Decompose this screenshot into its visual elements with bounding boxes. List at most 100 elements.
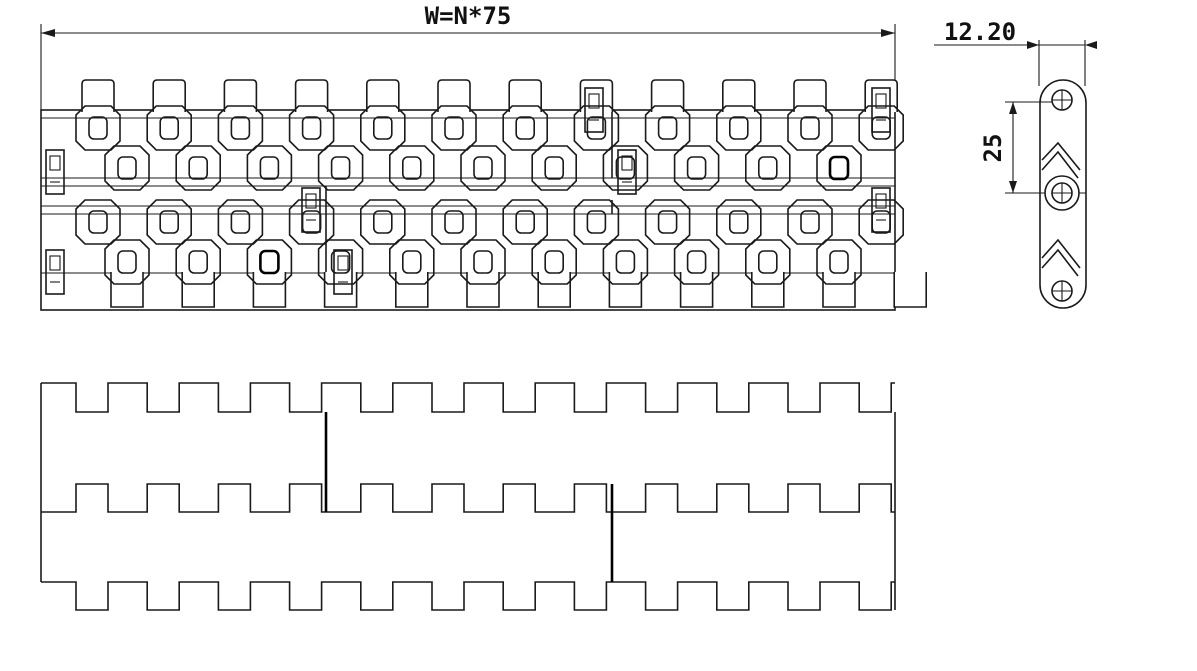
cell xyxy=(75,199,121,245)
cell-hole xyxy=(686,250,707,274)
cell-hole xyxy=(615,250,636,274)
cell xyxy=(317,145,364,191)
tooth xyxy=(223,79,258,112)
cell-hole xyxy=(828,155,850,181)
cell xyxy=(715,199,762,245)
belt-bottom-view xyxy=(40,382,896,611)
pin-retainer xyxy=(45,149,65,195)
cell xyxy=(460,239,506,285)
cell-hole xyxy=(188,156,208,180)
cell xyxy=(246,145,293,191)
cell-hole xyxy=(372,116,393,140)
cell-hole xyxy=(117,250,137,274)
cell xyxy=(317,239,364,285)
pin-retainer xyxy=(584,87,604,133)
cell xyxy=(460,145,506,191)
tooth xyxy=(181,272,215,308)
pin-hole-top xyxy=(1051,89,1073,111)
pin-retainer xyxy=(617,149,637,195)
cell-hole xyxy=(657,116,678,140)
cell-hole xyxy=(159,116,179,140)
cell-hole xyxy=(829,250,849,274)
pin-hole-middle xyxy=(1044,175,1080,211)
belt-top-view xyxy=(40,79,927,311)
cell xyxy=(502,105,549,151)
cell-hole xyxy=(586,116,607,140)
cell-hole xyxy=(372,210,393,234)
belt-side-view: 12.20 25 xyxy=(934,18,1097,309)
cell-hole xyxy=(444,116,464,140)
cell-hole xyxy=(757,156,778,180)
cell xyxy=(787,105,833,151)
cell xyxy=(175,239,221,285)
pitch-dimension-label: 25 xyxy=(979,134,1007,163)
pin-retainer xyxy=(333,249,353,295)
cell-hole xyxy=(657,210,678,234)
cell-hole xyxy=(301,116,322,140)
cell xyxy=(146,105,192,151)
tooth xyxy=(395,272,429,308)
cell xyxy=(175,145,221,191)
cell-hole xyxy=(117,156,137,180)
tooth xyxy=(294,79,329,112)
cell xyxy=(673,239,720,285)
cell xyxy=(246,239,293,285)
thickness-dimension-label: 12.20 xyxy=(944,18,1016,46)
cell xyxy=(715,105,762,151)
cell-hole xyxy=(159,210,179,234)
cell xyxy=(146,199,192,245)
tooth xyxy=(793,79,827,112)
cell xyxy=(858,105,905,151)
tooth xyxy=(537,272,571,308)
cell xyxy=(388,239,435,285)
cell xyxy=(644,199,691,245)
cell-hole xyxy=(230,116,251,140)
tooth xyxy=(323,272,358,308)
cell xyxy=(217,105,264,151)
tooth xyxy=(81,79,115,112)
tooth xyxy=(366,79,400,112)
width-dimension: W=N*75 xyxy=(40,2,896,110)
cell xyxy=(502,199,549,245)
pin-retainer xyxy=(871,87,891,133)
pin-retainer xyxy=(871,187,891,233)
cell-hole xyxy=(515,210,536,234)
cell-hole xyxy=(544,250,565,274)
cell-hole xyxy=(800,210,820,234)
pin-retainer xyxy=(301,187,321,233)
cell xyxy=(602,145,649,191)
cell xyxy=(288,199,335,245)
cell xyxy=(104,145,150,191)
tooth xyxy=(110,272,144,308)
tooth xyxy=(608,272,643,308)
cell-hole xyxy=(473,156,493,180)
cell-hole xyxy=(444,210,464,234)
cell-hole xyxy=(686,156,707,180)
cell-hole xyxy=(330,156,351,180)
cell-hole xyxy=(615,156,636,180)
cell-hole xyxy=(259,249,280,275)
cell xyxy=(644,105,691,151)
cell-hole xyxy=(88,210,108,234)
cell xyxy=(359,199,406,245)
cell xyxy=(744,239,791,285)
cell-hole xyxy=(728,210,749,234)
tooth xyxy=(722,79,756,112)
cell-hole xyxy=(757,250,778,274)
tooth xyxy=(893,272,927,308)
cell xyxy=(431,105,477,151)
cell xyxy=(388,145,435,191)
cell xyxy=(858,199,905,245)
cell-hole xyxy=(586,210,607,234)
cell xyxy=(673,145,720,191)
cell xyxy=(75,105,121,151)
cell xyxy=(787,199,833,245)
tooth xyxy=(152,79,186,112)
cell-hole xyxy=(88,116,108,140)
cell-hole xyxy=(401,156,422,180)
cell-hole xyxy=(473,250,493,274)
tooth xyxy=(864,79,898,112)
pin-hole-bottom xyxy=(1051,280,1073,302)
bottom-view-hinge xyxy=(41,483,895,513)
